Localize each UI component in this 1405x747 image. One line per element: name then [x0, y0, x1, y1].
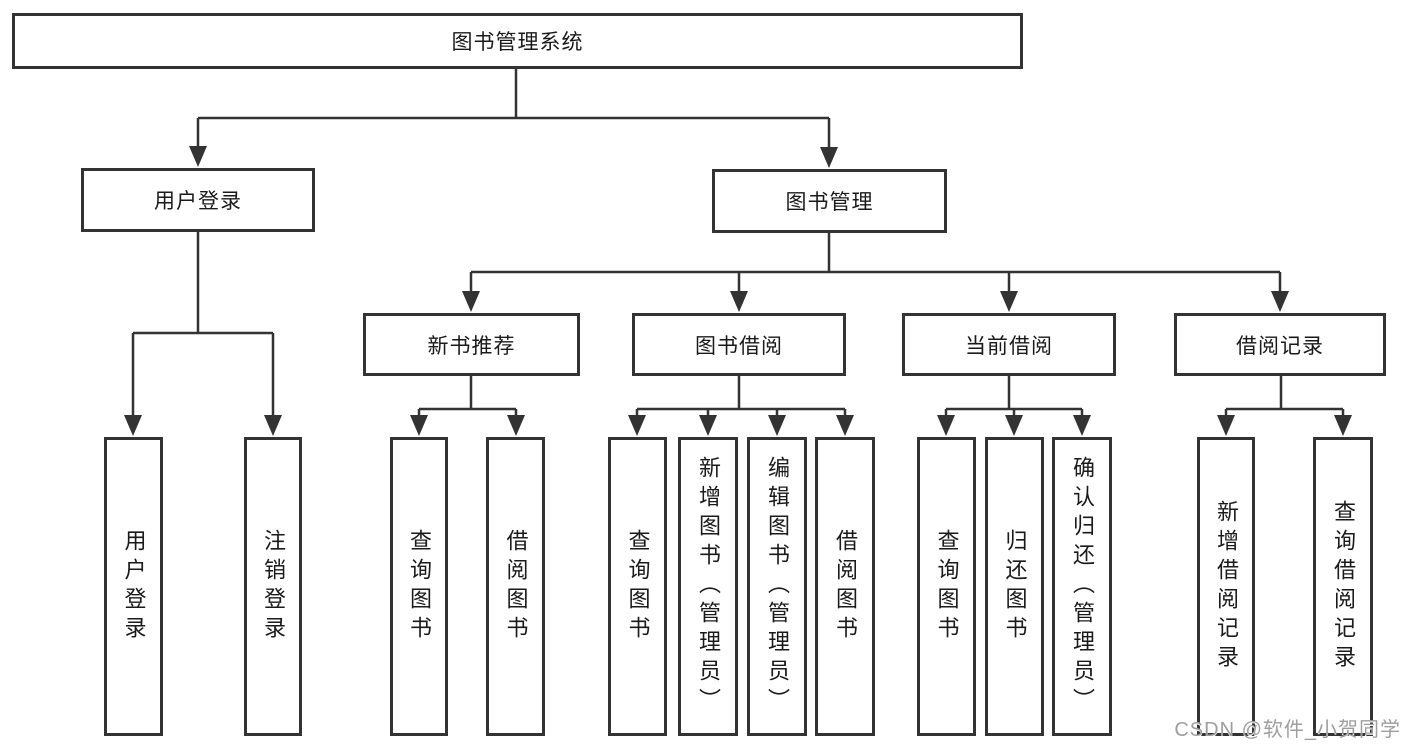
leaf-edit-books-admin: 编辑图书（管理员） [747, 437, 807, 736]
leaf-query-books-recommend: 查询图书 [390, 437, 448, 736]
leaf-add-borrow-record: 新增借阅记录 [1197, 437, 1255, 736]
node-book-management: 图书管理 [712, 169, 947, 233]
node-label: 图书管理 [785, 191, 874, 214]
node-label: 借阅图书 [833, 528, 858, 645]
node-library-management-system: 图书管理系统 [12, 13, 1023, 69]
node-label: 用户登录 [121, 528, 147, 645]
node-label: 查询图书 [407, 528, 432, 645]
leaf-borrow-books-recommend: 借阅图书 [486, 437, 545, 736]
node-label: 注销登录 [261, 528, 286, 645]
node-label: 查询图书 [625, 528, 651, 645]
node-user-login: 用户登录 [81, 168, 315, 232]
node-label: 新书推荐 [427, 334, 516, 358]
node-new-book-recommend: 新书推荐 [363, 313, 580, 376]
leaf-logout: 注销登录 [244, 437, 302, 736]
node-label: 借阅记录 [1236, 334, 1324, 358]
leaf-query-books-borrow: 查询图书 [608, 437, 667, 736]
node-label: 编辑图书（管理员） [765, 456, 790, 717]
csdn-watermark: CSDN @软件_小贺同学 [1174, 719, 1401, 741]
node-label: 新增图书（管理员） [696, 456, 721, 717]
leaf-add-books-admin: 新增图书（管理员） [678, 437, 738, 736]
node-label: 图书借阅 [695, 334, 783, 358]
node-book-borrow: 图书借阅 [632, 313, 846, 376]
node-label: 新增借阅记录 [1214, 499, 1239, 674]
node-label: 当前借阅 [965, 334, 1053, 358]
node-label: 归还图书 [1002, 528, 1028, 645]
leaf-user-login: 用户登录 [104, 437, 163, 736]
leaf-return-books: 归还图书 [985, 437, 1044, 736]
node-label: 确认归还（管理员） [1070, 456, 1095, 717]
node-label: 查询图书 [934, 528, 960, 645]
leaf-borrow-books: 借阅图书 [815, 437, 875, 736]
leaf-confirm-return-admin: 确认归还（管理员） [1052, 437, 1112, 736]
arrowheads [124, 146, 1352, 436]
node-current-borrow: 当前借阅 [902, 313, 1116, 376]
node-label: 查询借阅记录 [1331, 499, 1356, 674]
node-label: 用户登录 [154, 190, 242, 213]
leaf-query-books-current: 查询图书 [917, 437, 976, 736]
node-label: 借阅图书 [503, 528, 529, 645]
leaf-query-borrow-record: 查询借阅记录 [1313, 437, 1373, 736]
node-borrow-records: 借阅记录 [1174, 313, 1386, 376]
node-label: 图书管理系统 [451, 31, 584, 54]
